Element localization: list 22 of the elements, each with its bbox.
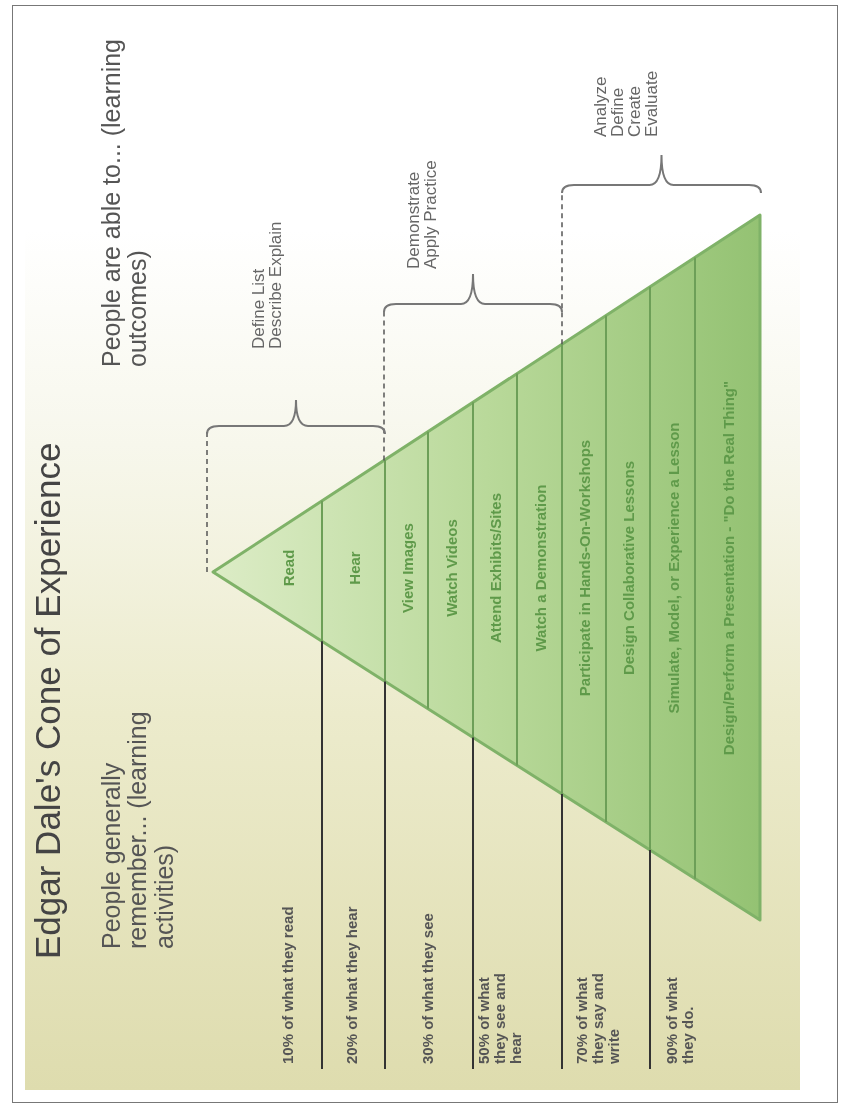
retention-label: 70% of what they say and write [574,972,622,1064]
cone-band-label: Simulate, Model, or Experience a Lesson [664,422,681,714]
cone-band-label: Watch a Demonstration [531,484,548,652]
title: Edgar Dale's Cone of Experience [28,442,68,959]
cone-band-label: Design Collaborative Lessons [619,460,637,676]
cone-band-label: Participate in Hands-On-Workshops [575,439,593,697]
column-heading: People are able to... (learning outcomes) [98,38,151,367]
cone-band-label: Design/Perform a Presentation - "Do the Real Thing" [719,380,736,756]
outcome-list: Demonstrate Apply Practice [405,159,439,269]
retention-label: 30% of what they see [420,912,437,1064]
cone-band-label: Read [279,549,297,587]
outcome-list: Analyze Define Create Evaluate [592,47,660,137]
retention-label: 50% of what they see and hear [476,972,524,1064]
outcome-list: Define List Describe Explain [250,214,284,349]
cone-band-label: Watch Videos [442,519,459,617]
cone-band-label: Attend Exhibits/Sites [486,493,504,643]
retention-label: 10% of what they read [280,905,297,1064]
retention-label: 20% of what they hear [344,905,361,1064]
retention-label: 90% of what they do. [664,976,696,1064]
column-heading: People generally remember... (learning activities) [98,710,177,949]
cone-band-label: Hear [345,551,362,585]
cone-band-label: View Images [398,523,415,613]
